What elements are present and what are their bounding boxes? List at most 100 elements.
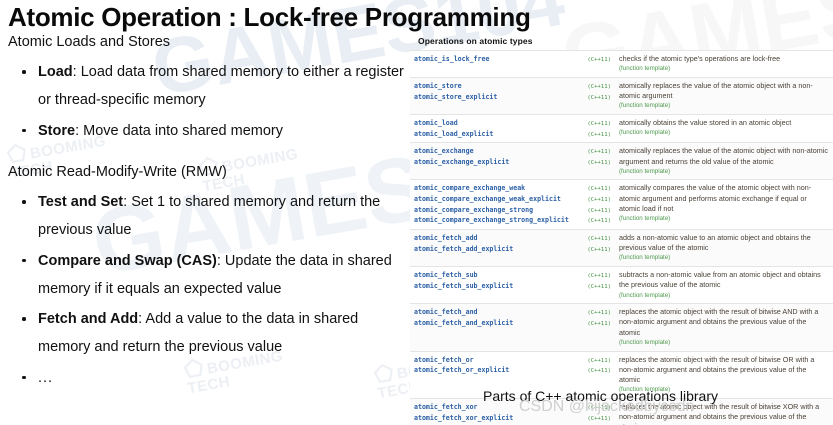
std-version-marker: (C++11) — [587, 83, 611, 90]
function-template-label: (function template) — [619, 167, 671, 175]
atomic-operations-figure: Operations on atomic types atomic_is_loc… — [410, 36, 833, 425]
function-name-entry[interactable]: atomic_fetch_add_explicit (C++11) — [414, 244, 611, 255]
function-description: atomically replaces the value of the ato… — [619, 146, 828, 166]
bullet-text: : Move data into shared memory — [75, 122, 284, 139]
function-name: atomic_fetch_or — [414, 355, 474, 364]
function-name: atomic_compare_exchange_weak — [414, 184, 526, 193]
std-version-marker: (C++11) — [587, 197, 611, 204]
function-description: atomically replaces the value of the ato… — [619, 80, 813, 101]
table-cell-description: atomically replaces the value of the ato… — [615, 142, 833, 180]
function-name-entry[interactable]: atomic_compare_exchange_strong_explicit (… — [414, 215, 611, 226]
function-name: atomic_fetch_sub_explicit — [414, 281, 514, 290]
std-version-marker: (C++11) — [587, 121, 611, 127]
function-name-entry[interactable]: atomic_fetch_sub_explicit (C++11) — [414, 281, 611, 292]
std-version-marker: (C++11) — [587, 273, 611, 280]
function-template-label: (function template) — [619, 291, 671, 299]
function-name: atomic_fetch_xor — [414, 402, 478, 411]
bullet-term: Compare and Swap (CAS) — [38, 252, 217, 269]
function-name-entry[interactable]: atomic_fetch_xor_explicit(C++11) — [414, 413, 611, 424]
bullet-term: Load — [38, 64, 73, 81]
table-row: atomic_exchange(C++11)atomic_exchange_ex… — [410, 142, 833, 180]
function-description: replaces the atomic object with the resu… — [619, 307, 819, 337]
table-cell-function-names: atomic_fetch_or (C++11)atomic_fetch_or_ex… — [410, 351, 615, 398]
table-cell-function-names: atomic_load (C++11) atomic_load_explicit (C… — [410, 115, 615, 143]
function-name: atomic_store — [414, 81, 462, 90]
std-version-marker: (C++11) — [587, 236, 611, 243]
list-item: Compare and Swap (CAS): Update the data … — [8, 247, 408, 304]
table-row: atomic_fetch_or (C++11)atomic_fetch_or_ex… — [410, 351, 833, 398]
table-row: atomic_store(C++11)atomic_store_explicit… — [410, 77, 833, 115]
std-version-marker: (C++11) — [587, 283, 611, 290]
function-name-entry[interactable]: atomic_exchange(C++11) — [414, 146, 611, 157]
function-name: atomic_load — [414, 119, 458, 127]
table-cell-description: adds a non-atomic value to an atomic obj… — [615, 229, 833, 267]
std-version-marker: (C++11) — [587, 310, 611, 317]
function-name-entry[interactable]: atomic_fetch_and_explicit (C++11) — [414, 318, 611, 329]
function-name: atomic_fetch_add_explicit — [414, 244, 514, 253]
table-cell-description: atomically compares the value of the ato… — [615, 180, 833, 230]
function-description: subtracts a non-atomic value from an ato… — [619, 270, 821, 290]
table-row: atomic_fetch_sub(C++11)atomic_fetch_sub_… — [410, 266, 833, 304]
list-item: Store: Move data into shared memory — [8, 117, 408, 145]
bullet-term: Fetch and Add — [38, 311, 139, 328]
function-name: atomic_exchange_explicit — [414, 157, 510, 166]
table-row: atomic_load (C++11) atomic_load_explicit (C… — [410, 114, 833, 143]
bullet-text: : Add a value to the data in shared memo… — [38, 311, 359, 356]
table-cell-description: replaces the atomic object with the resu… — [615, 351, 833, 398]
std-version-marker: (C++11) — [587, 159, 611, 166]
std-version-marker: (C++11) — [587, 94, 611, 101]
function-description: checks if the atomic type's operations a… — [619, 54, 781, 63]
function-name-entry[interactable]: atomic_fetch_or_explicit(C++11) — [414, 365, 611, 376]
list-item: Test and Set: Set 1 to shared memory and… — [8, 188, 408, 245]
atomic-operations-table: atomic_is_lock_free(C++11) checks if the … — [410, 50, 833, 425]
table-cell-function-names: atomic_fetch_xor (C++11) atomic_fetch_xor_… — [410, 398, 615, 425]
function-name: atomic_compare_exchange_strong — [414, 205, 534, 214]
function-name-entry[interactable]: atomic_fetch_and(C++11) — [414, 307, 611, 318]
bullet-list-rmw: Test and Set: Set 1 to shared memory and… — [8, 188, 408, 392]
function-template-label: (function template) — [619, 338, 671, 346]
list-item: Fetch and Add: Add a value to the data i… — [8, 305, 408, 362]
function-template-label: (function template) — [619, 65, 671, 73]
function-name-entry[interactable]: atomic_load_explicit (C++11) — [414, 129, 611, 140]
function-name: atomic_exchange — [414, 147, 474, 156]
function-template-label: (function template) — [619, 129, 671, 137]
std-version-marker: (C++11) — [587, 404, 611, 411]
function-name-entry[interactable]: atomic_store_explicit(C++11) — [414, 92, 611, 103]
std-version-marker: (C++11) — [587, 207, 611, 214]
slide-title: Atomic Operation : Lock-free Programming — [8, 2, 531, 32]
figure-caption: Parts of C++ atomic operations library — [483, 388, 718, 404]
function-name-entry[interactable]: atomic_fetch_sub (C++11) — [414, 270, 611, 281]
function-name: atomic_compare_exchange_strong_explicit — [414, 216, 569, 225]
function-name-entry[interactable]: atomic_compare_exchange_strong (C++11) — [414, 205, 611, 216]
function-name: atomic_fetch_sub — [414, 271, 478, 280]
function-name-entry[interactable]: atomic_store (C++11) — [414, 81, 611, 92]
std-version-marker: (C++11) — [587, 131, 611, 138]
function-description: atomically compares the value of the ato… — [619, 183, 812, 213]
std-version-marker: (C++11) — [587, 218, 611, 225]
function-name-entry[interactable]: atomic_is_lock_free(C++11) — [414, 54, 611, 65]
function-name: atomic_fetch_and_explicit — [414, 318, 514, 327]
slide-body-left: Atomic Loads and Stores Load: Load data … — [8, 33, 408, 394]
section-heading-rmw: Atomic Read-Modify-Write (RMW) — [8, 163, 227, 180]
function-description: atomically obtains the value stored in a… — [619, 118, 792, 127]
function-description: replaces the atomic object with the resu… — [619, 354, 815, 385]
function-name-entry[interactable]: atomic_exchange_explicit (C++11) — [414, 157, 611, 168]
std-version-marker: (C++11) — [587, 246, 611, 253]
section-heading-loads-stores: Atomic Loads and Stores — [8, 34, 171, 50]
function-name: atomic_fetch_add — [414, 234, 478, 243]
function-name-entry[interactable]: atomic_load (C++11) — [414, 118, 611, 129]
std-version-marker: (C++11) — [587, 320, 611, 327]
std-version-marker: (C++11) — [587, 357, 611, 364]
function-name-entry[interactable]: atomic_fetch_or (C++11) — [414, 355, 611, 366]
function-name-entry[interactable]: atomic_compare_exchange_weak_explicit(C+… — [414, 194, 611, 205]
function-name-entry[interactable]: atomic_compare_exchange_weak(C++11) — [414, 183, 611, 194]
std-version-marker: (C++11) — [587, 368, 611, 375]
function-name-entry[interactable]: atomic_fetch_xor (C++11) — [414, 402, 611, 413]
function-name-entry[interactable]: atomic_fetch_add (C++11) — [414, 233, 611, 244]
table-row: atomic_fetch_xor (C++11) atomic_fetch_xor_… — [410, 398, 833, 425]
table-cell-description: subtracts a non-atomic value from an ato… — [615, 267, 833, 304]
function-name: atomic_load_explicit — [414, 129, 494, 138]
table-row: atomic_is_lock_free(C++11) checks if the … — [410, 50, 833, 78]
function-template-label: (function template) — [619, 254, 671, 262]
